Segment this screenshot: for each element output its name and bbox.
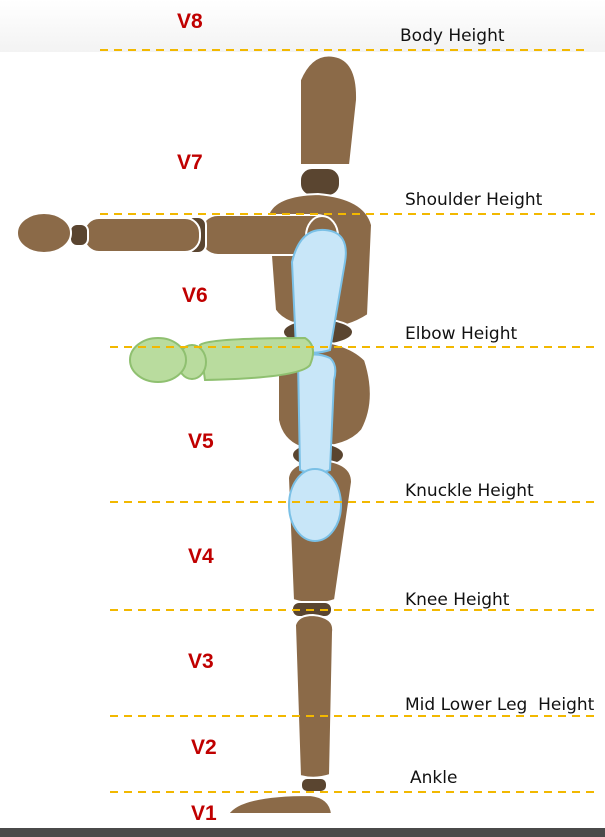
- hand-hanging: [289, 469, 341, 541]
- neck: [300, 168, 340, 196]
- zone-v8-label: V8: [177, 10, 203, 34]
- shoulder-height-label: Shoulder Height: [405, 190, 542, 210]
- foot: [228, 795, 332, 814]
- zone-v4-label: V4: [188, 545, 214, 569]
- zone-v3-label: V3: [188, 650, 214, 674]
- elbow-height-label: Elbow Height: [405, 324, 517, 344]
- zone-v7-label: V7: [177, 151, 203, 175]
- hand-extended: [17, 213, 71, 253]
- forearm-hanging: [298, 354, 335, 473]
- lower-leg: [295, 615, 333, 778]
- ankle-joint: [301, 778, 327, 792]
- zone-v5-label: V5: [188, 430, 214, 454]
- forearm-extended: [84, 218, 200, 252]
- zone-v1-label: V1: [191, 802, 217, 826]
- head: [300, 56, 357, 166]
- zone-v2-label: V2: [191, 736, 217, 760]
- knuckle-height-label: Knuckle Height: [405, 481, 534, 501]
- knee-height-label: Knee Height: [405, 590, 509, 610]
- bottom-bar: [0, 828, 605, 837]
- body-height-label: Body Height: [400, 26, 505, 46]
- hand-bent: [130, 338, 186, 382]
- mid-lower-leg-height-label: Mid Lower Leg Height: [405, 695, 594, 715]
- ankle-label: Ankle: [410, 768, 457, 788]
- wrist-joint-extended: [70, 224, 88, 246]
- zone-v6-label: V6: [182, 284, 208, 308]
